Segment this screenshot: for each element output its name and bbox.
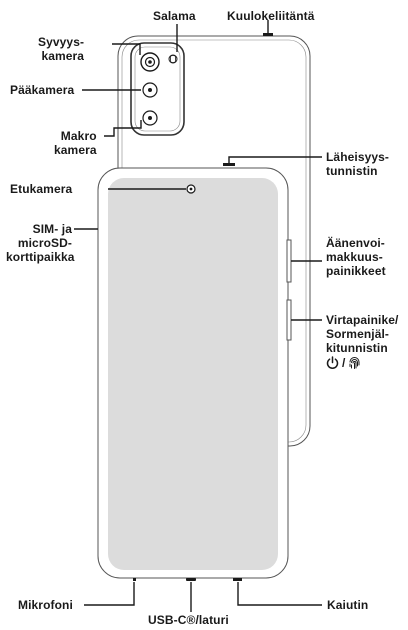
volume-buttons-label: Äänenvoi- makkuus- painikkeet <box>326 236 386 278</box>
volume-buttons-label-line3: painikkeet <box>326 264 386 278</box>
depth-camera-label-line2: kamera <box>41 49 85 63</box>
power-icon <box>326 356 339 370</box>
flash-led <box>168 54 178 64</box>
volume-buttons-label-line1: Äänenvoi- <box>326 236 385 250</box>
depth-camera-lens <box>140 52 160 72</box>
sim-slot-label-line3: korttipaikka <box>6 250 75 264</box>
power-button-label-line3: kitunnistin <box>326 341 388 355</box>
macro-camera-label-line2: kamera <box>54 143 97 157</box>
depth-camera-label: Syvyys- kamera <box>38 35 84 63</box>
screen <box>108 178 278 570</box>
microphone-hole <box>133 578 136 581</box>
volume-buttons-label-line2: makkuus- <box>326 250 383 264</box>
main-camera-lens <box>142 82 158 98</box>
front-camera-label: Etukamera <box>10 182 73 196</box>
sim-slot-label-line2: microSD- <box>17 236 72 250</box>
speaker-label: Kaiutin <box>327 598 369 612</box>
headphone-jack <box>263 33 273 36</box>
speaker-grille <box>233 578 242 581</box>
main-camera-label: Pääkamera <box>10 83 75 97</box>
volume-buttons-shape <box>286 239 292 283</box>
proximity-sensor-label: Läheisyys- tunnistin <box>326 150 389 178</box>
proximity-sensor-slot <box>223 163 235 166</box>
depth-camera-label-line1: Syvyys- <box>38 35 85 49</box>
macro-camera-label: Makro kamera <box>54 129 97 157</box>
sim-slot-label-line1: SIM- ja <box>32 222 72 236</box>
flash-label: Salama <box>153 9 196 23</box>
power-button-shape <box>286 299 292 341</box>
usb-port-label: USB-C®/laturi <box>148 613 229 627</box>
power-icons-separator: / <box>342 356 346 370</box>
proximity-sensor-label-line2: tunnistin <box>326 164 378 178</box>
macro-camera-label-line1: Makro <box>60 129 97 143</box>
camera-module <box>130 42 185 136</box>
power-button-label: Virtapainike/ Sormenjäl- kitunnistin / <box>326 313 398 370</box>
usb-port-shape <box>186 578 196 581</box>
power-button-label-line2: Sormenjäl- <box>326 327 390 341</box>
power-button-label-line1: Virtapainike/ <box>326 313 399 327</box>
leader-lines <box>74 20 322 612</box>
front-camera-lens <box>186 184 196 194</box>
microphone-label: Mikrofoni <box>18 598 73 612</box>
phone-front <box>97 163 292 581</box>
macro-camera-lens <box>142 110 158 126</box>
sim-slot-label: SIM- ja microSD- korttipaikka <box>6 222 75 264</box>
headphone-jack-label: Kuulokeliitäntä <box>227 9 315 23</box>
fingerprint-icon <box>349 357 360 369</box>
power-icons-row: / <box>326 356 398 370</box>
proximity-sensor-label-line1: Läheisyys- <box>326 150 390 164</box>
